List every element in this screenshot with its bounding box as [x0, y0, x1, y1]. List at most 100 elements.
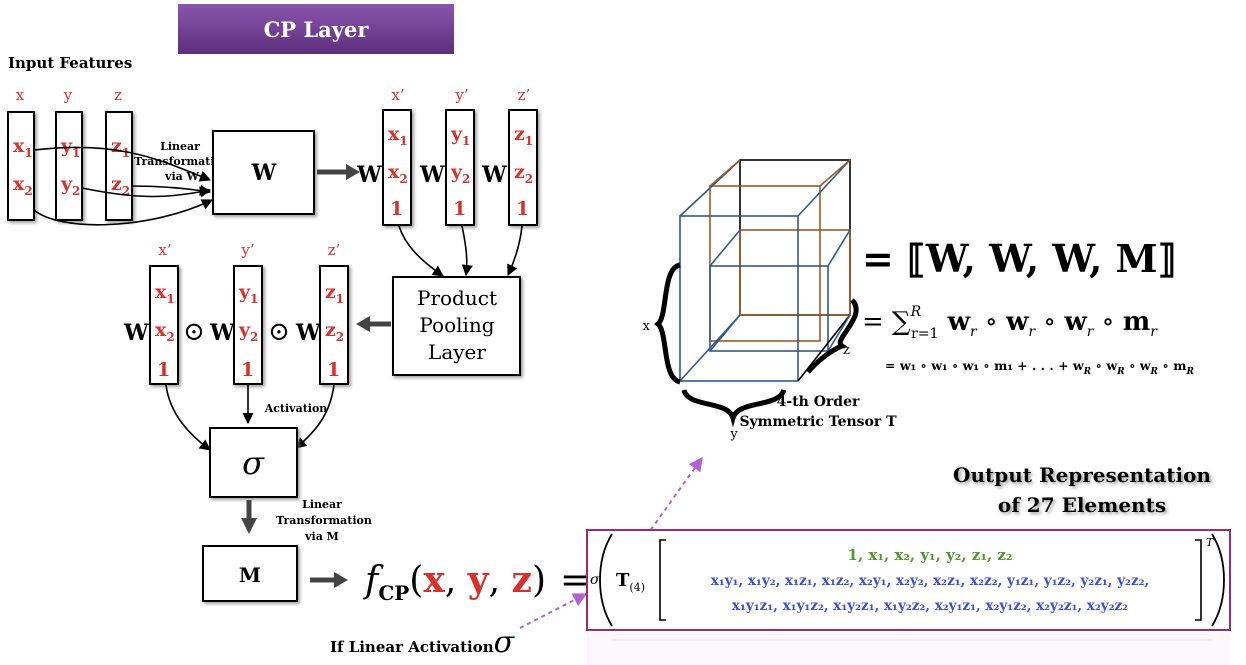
linear-w-line1: Linear [160, 140, 200, 153]
header-title: CP Layer [264, 17, 370, 42]
linear-w-line2: Transformation [134, 155, 230, 168]
top-vector-z [508, 109, 538, 226]
tensor-y-label: y [729, 427, 738, 442]
top-x-prime: x’ [391, 86, 404, 104]
top-z2: z2 [514, 161, 533, 186]
w-box-label: W [251, 160, 277, 186]
odot-2: ⊙ [268, 317, 290, 347]
top-vector-x [382, 109, 412, 226]
mid-y-one: 1 [241, 359, 254, 381]
top-z-prime: z’ [518, 86, 531, 104]
top-x2: x2 [388, 161, 408, 186]
equation-kruskal: = ⟦W, W, W, M⟧ [862, 236, 1176, 281]
output-vector-box [586, 529, 1231, 631]
linear-m-line3: via M [304, 530, 339, 543]
input-x-label: x [16, 86, 25, 104]
output-function: fCP(x, y, z)= [362, 559, 590, 605]
input-y2: y2 [60, 173, 80, 198]
output-open-bracket [659, 539, 666, 621]
pooling-line3: Layer [428, 340, 486, 364]
tensor-x-brace [654, 262, 682, 385]
header-bar [178, 4, 454, 54]
sigma-box-label: σ [242, 444, 265, 482]
w-box [212, 130, 315, 215]
top-y2: y2 [450, 161, 470, 186]
top-x-one: 1 [390, 198, 403, 220]
tensor-caption-1: 4-th Order [777, 394, 860, 410]
top-z-one: 1 [516, 198, 529, 220]
input-y-label: y [63, 86, 73, 104]
top-x1: x1 [388, 123, 408, 148]
input-z1: z1 [111, 135, 130, 160]
tensor-z-label: z [843, 343, 850, 358]
output-open-paren [599, 533, 613, 627]
activation-label: Activation [264, 402, 328, 415]
linear-activation-text: If Linear Activationσ [330, 625, 516, 660]
mid-x2: x2 [155, 319, 175, 344]
mid-z-one: 1 [327, 359, 340, 381]
input-x2: x2 [13, 173, 33, 198]
m-box [202, 545, 298, 602]
input-x1: x1 [13, 135, 33, 160]
top-w-prefix-3: W [481, 162, 507, 188]
tensor-z-brace [806, 298, 859, 374]
linear-w-line3: via W [164, 170, 200, 183]
mid-x-one: 1 [157, 359, 170, 381]
output-rep-line2: of 27 Elements [998, 493, 1166, 517]
mid-z-prime: z’ [328, 241, 341, 259]
mid-z1: z1 [325, 281, 344, 306]
output-sigma: σ [590, 572, 600, 588]
tensor-y-brace [681, 388, 787, 428]
mid-y1: y1 [238, 281, 258, 306]
mid-w-prefix-2: W [209, 320, 235, 346]
mid-y-prime: y’ [240, 241, 254, 259]
output-close-bracket [1195, 539, 1202, 621]
linear-m-line2: Transformation [276, 514, 372, 527]
output-rep-line1: Output Representation [953, 463, 1211, 487]
input-vector-z [105, 111, 133, 221]
linear-m-line1: Linear [302, 498, 342, 511]
m-box-label: M [239, 563, 261, 587]
mid-vector-x [149, 265, 179, 385]
input-z-label: z [114, 86, 122, 104]
tensor-caption-2: Symmetric Tensor T [739, 414, 897, 430]
mid-vector-y [233, 265, 263, 385]
output-row-3: x₁y₁z₁, x₁y₁z₂, x₁y₂z₁, x₁y₂z₂, x₂y₁z₁, … [732, 598, 1128, 614]
top-w-prefix-1: W [356, 162, 382, 188]
product-pooling-box [392, 276, 521, 376]
tensor-cube [679, 159, 851, 382]
top-y-prime: y’ [454, 86, 468, 104]
top-z1: z1 [514, 123, 533, 148]
tensor-x-label: x [643, 319, 651, 334]
mid-x-prime: x’ [158, 241, 171, 259]
mid-w-prefix-3: W [295, 320, 321, 346]
output-row-1: 1, x₁, x₂, y₁, y₂, z₁, z₂ [848, 546, 1013, 564]
mid-z2: z2 [325, 319, 344, 344]
mid-x1: x1 [155, 281, 175, 306]
pooling-line2: Pooling [419, 313, 494, 337]
output-close-paren [1211, 533, 1225, 627]
input-y1: y1 [60, 135, 80, 160]
output-transpose: T [1206, 536, 1215, 549]
mid-w-prefix-1: W [123, 320, 149, 346]
output-reflection [587, 634, 1230, 665]
input-vector-y [55, 111, 83, 221]
input-vector-x [7, 111, 35, 221]
top-w-prefix-2: W [419, 162, 445, 188]
equation-expanded: = w₁ ∘ w₁ ∘ w₁ ∘ m₁ + . . . + wR ∘ wR ∘ … [885, 358, 1194, 377]
pooling-line1: Product [417, 286, 497, 310]
input-z2: z2 [111, 173, 130, 198]
top-y1: y1 [450, 123, 470, 148]
output-row-2: x₁y₁, x₁y₂, x₁z₁, x₁z₂, x₂y₁, x₂y₂, x₂z₁… [711, 573, 1149, 589]
mid-y2: y2 [238, 319, 258, 344]
sigma-box [209, 427, 298, 498]
output-tensor-t: T(4) [616, 570, 645, 594]
odot-1: ⊙ [183, 317, 205, 347]
top-y-one: 1 [453, 198, 466, 220]
input-features-title: Input Features [8, 54, 132, 72]
mid-vector-z [319, 265, 349, 385]
top-vector-y [445, 109, 475, 226]
